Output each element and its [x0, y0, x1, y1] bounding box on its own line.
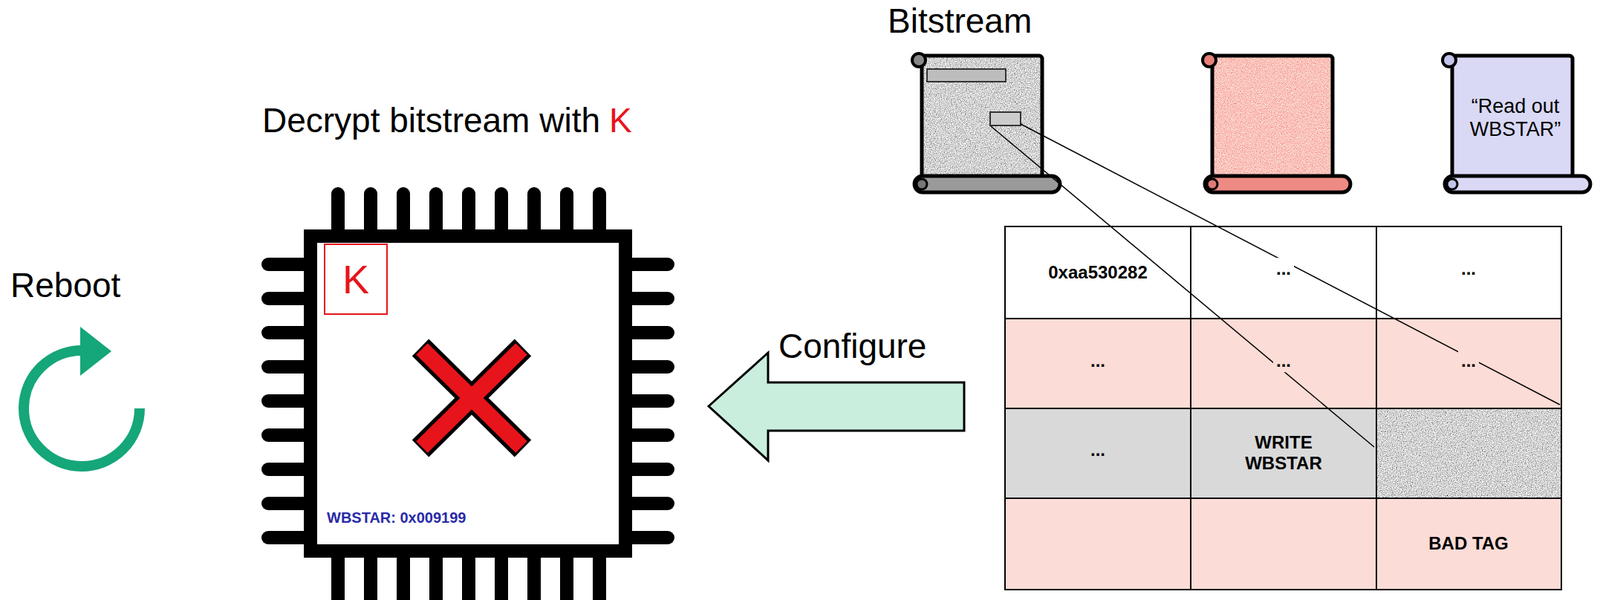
fpga-chip	[261, 187, 675, 600]
table-cell: ...	[1458, 257, 1479, 281]
key-symbol: K	[609, 101, 633, 141]
arrow-label: Configure	[778, 326, 927, 367]
table-cell: ...	[1087, 438, 1109, 462]
table-cell: ...	[1273, 257, 1294, 281]
bitstream-table	[1005, 226, 1562, 590]
table-cell: ...	[1087, 349, 1109, 373]
tampered-bitstream-scroll	[1202, 53, 1351, 193]
failure-cross	[420, 347, 523, 449]
encrypted-bitstream-scroll	[912, 53, 1060, 193]
table-cell: BAD TAG	[1425, 532, 1512, 555]
key-box: K	[323, 243, 388, 315]
chip-body	[310, 236, 626, 552]
key-symbol: K	[342, 256, 370, 303]
chip-heading: Decrypt bitstream with	[262, 101, 601, 141]
scroll-note: “Read out WBSTAR”	[1459, 95, 1572, 142]
table-cell: ...	[1273, 349, 1294, 373]
reboot-arrow	[23, 326, 140, 467]
fpga-chip-box: WBSTAR: 0x009199 K	[310, 236, 626, 552]
table-cell: 0xaa530282	[1045, 261, 1150, 284]
table-cell: WRITE WBSTAR	[1221, 431, 1346, 474]
zoom-leader-lines	[990, 124, 1560, 448]
readout-scroll-box: “Read out WBSTAR”	[1452, 55, 1579, 181]
table-cell: ...	[1458, 349, 1479, 373]
section-heading: Bitstream	[887, 1, 1032, 41]
chip-pins	[261, 187, 675, 600]
register-value: WBSTAR: 0x009199	[326, 509, 466, 527]
readout-bitstream-scroll	[1442, 53, 1591, 193]
action-label: Reboot	[10, 265, 121, 306]
configure-arrow	[708, 352, 965, 461]
